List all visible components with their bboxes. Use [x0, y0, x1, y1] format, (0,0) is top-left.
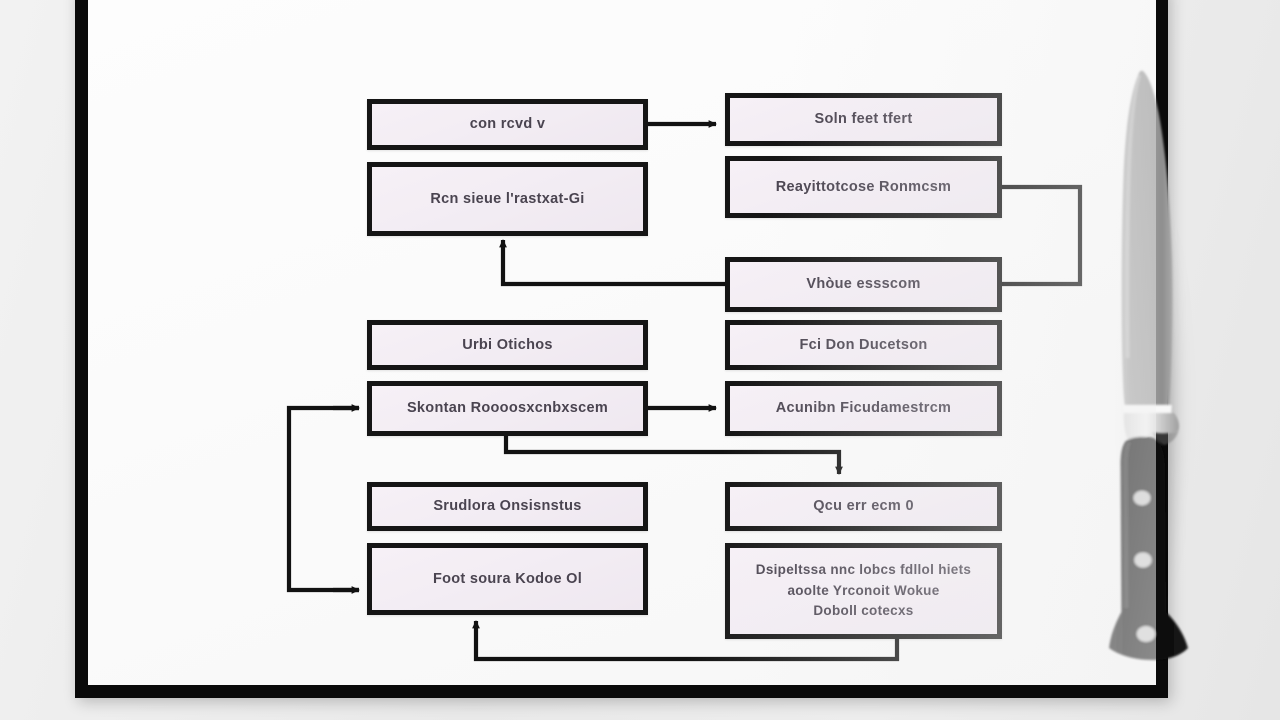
node-line: con rcvd v	[469, 116, 546, 133]
node-line: Srudlora Onsisnstus	[433, 498, 582, 515]
flowchart-diagram: con rcvd v Rcn sieue l'rastxat-Gi Soln f…	[88, 0, 1181, 712]
knife-rivet	[1137, 626, 1155, 642]
flow-node[interactable]: Skontan Roooosxcnbxscem	[367, 381, 648, 436]
node-line: Rcn sieue l'rastxat-Gi	[430, 190, 585, 207]
node-text: Acunibn Ficudamestrcm	[740, 397, 987, 419]
node-line: Soln feet tfert	[814, 111, 913, 128]
node-text: con rcvd v	[382, 113, 633, 135]
node-text: Rcn sieue l'rastxat-Gi	[382, 188, 633, 210]
edge-skontan-to-qcu	[503, 436, 843, 475]
flow-node[interactable]: Reayittotcose Ronmcsm	[725, 156, 1002, 218]
node-line: Fci Don Ducetson	[799, 336, 928, 353]
node-line: Foot soura Kodoe Ol	[432, 570, 583, 587]
node-line: Skontan Roooosxcnbxscem	[406, 400, 609, 417]
node-text: Reayittotcose Ronmcsm	[740, 176, 987, 198]
node-line: aoolte Yrconoit Wokue	[787, 582, 940, 598]
node-text: Qcu err ecm 0	[740, 495, 987, 517]
flow-node[interactable]: con rcvd v	[367, 99, 648, 150]
flow-node[interactable]: Acunibn Ficudamestrcm	[725, 381, 1002, 436]
edge-reayit-to-vhoue	[1002, 184, 1083, 287]
node-line: Vhòue essscom	[806, 276, 921, 293]
knife-handle	[1109, 436, 1188, 660]
node-text: Foot soura Kodoe Ol	[382, 568, 633, 590]
poster-frame: con rcvd v Rcn sieue l'rastxat-Gi Soln f…	[75, 0, 1204, 698]
node-line: Acunibn Ficudamestrcm	[775, 400, 952, 417]
node-text: Urbi Otichos	[382, 334, 633, 356]
node-text: Fci Don Ducetson	[740, 334, 987, 356]
node-line: Qcu err ecm 0	[813, 498, 914, 515]
flow-node[interactable]: Dsipeltssa nnc lobcs fdllol hiets aoolte…	[725, 543, 1002, 639]
node-text: Srudlora Onsisnstus	[382, 495, 633, 517]
knife-rivet	[1133, 491, 1151, 505]
node-line: Reayittotcose Ronmcsm	[775, 178, 952, 195]
flow-node[interactable]: Rcn sieue l'rastxat-Gi	[367, 162, 648, 236]
node-text: Soln feet tfert	[740, 108, 987, 130]
knife-rivet	[1134, 552, 1152, 568]
edge-left-spine	[286, 405, 359, 593]
flow-node[interactable]: Vhòue essscom	[725, 257, 1002, 312]
poster-surface: con rcvd v Rcn sieue l'rastxat-Gi Soln f…	[88, 0, 1204, 688]
flow-node[interactable]: Srudlora Onsisnstus	[367, 482, 648, 531]
node-text: Dsipeltssa nnc lobcs fdllol hiets aoolte…	[740, 560, 987, 623]
flow-node[interactable]: Fci Don Ducetson	[725, 320, 1002, 370]
node-line: Urbi Otichos	[462, 336, 553, 353]
knife-bolster-shade	[1152, 430, 1179, 445]
node-line: Doboll cotecxs	[813, 603, 914, 619]
chef-knife-icon	[1109, 70, 1188, 660]
edge-vhoue-to-rcn	[499, 239, 725, 287]
node-text: Vhòue essscom	[740, 273, 987, 295]
node-line: Dsipeltssa nnc lobcs fdllol hiets	[755, 561, 972, 577]
flow-node[interactable]: Qcu err ecm 0	[725, 482, 1002, 531]
flow-node[interactable]: Foot soura Kodoe Ol	[367, 543, 648, 615]
node-text: Skontan Roooosxcnbxscem	[382, 397, 633, 419]
flow-node[interactable]: Soln feet tfert	[725, 93, 1002, 146]
flow-node[interactable]: Urbi Otichos	[367, 320, 648, 370]
